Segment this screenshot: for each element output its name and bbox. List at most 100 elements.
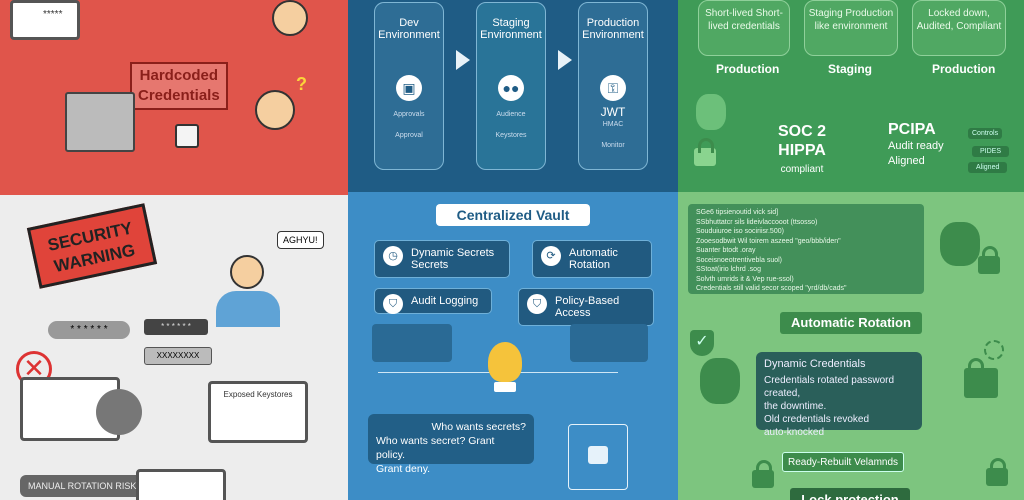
paw-icon (96, 389, 142, 435)
password-field: * * * * * * (48, 321, 130, 339)
rotation-panel: SGe6 tipsienoutid vick sid] SSbhuttatcr … (678, 192, 1024, 500)
card-line: the downtime. (764, 401, 827, 412)
refresh-icon: ⟳ (541, 246, 561, 266)
env-item: JWT (600, 105, 626, 119)
soc-hipaa-badge: SOC 2 HIPPA compliant (770, 122, 834, 179)
soc-text: SOC 2 (777, 123, 826, 140)
lock-icon (964, 358, 998, 398)
feature-automatic-rotation: ⟳ Automatic Rotation (532, 240, 652, 278)
env-item: HMAC (602, 121, 624, 128)
log-snippet (372, 324, 452, 362)
redacted-box: XXXXXXXX (144, 347, 212, 365)
arrow-right-icon (456, 50, 470, 70)
log-line: SStoat(irio lchrd .sog (696, 266, 761, 273)
database-icon (700, 358, 740, 404)
env-item: Approval (395, 132, 423, 139)
pci-text: PCIPA (888, 121, 936, 138)
lightbulb-base (494, 382, 516, 392)
ready-label: Ready-Rebuilt Velamnds (782, 452, 904, 472)
feature-label: Automatic Rotation (569, 247, 618, 271)
card-line: auto-knocked (764, 427, 825, 438)
shield-icon: ⛉ (383, 294, 403, 314)
lock-icon (986, 458, 1008, 486)
log-line: Suanter btodt .oray (696, 247, 756, 254)
aligned-text: Aligned (888, 155, 925, 167)
policy-line: Who wants secret? Grant policy. (376, 435, 495, 461)
compliant-text: compliant (780, 164, 824, 175)
log-line: Zooesodbwit Wil toirem aszeed "geo/bbb/i… (696, 237, 841, 245)
lock-icon (694, 138, 716, 166)
pci-badge: PCIPA Audit ready Aligned (888, 122, 944, 169)
vault-icon (568, 424, 628, 490)
card-line: Credentials rotated password created, (764, 375, 895, 399)
team-icon: ●● (498, 75, 524, 101)
audit-ready-text: Audit ready (888, 140, 944, 152)
server-icon (65, 92, 135, 152)
env-box: Staging Production like environment (804, 0, 898, 56)
password-mask: ***** (43, 9, 63, 20)
clock-icon: ◷ (383, 246, 403, 266)
policy-line: Who wants secrets? (431, 421, 526, 433)
feature-label: Policy-Based Access (555, 295, 620, 319)
card-title: Dynamic Credentials (764, 358, 866, 370)
env-card-staging: Staging Environment ●● Audience Keystore… (476, 2, 546, 170)
lock-icon (978, 246, 1000, 274)
env-item: Monitor (601, 142, 625, 149)
env-card-dev: Dev Environment ▣ Approvals Approval (374, 2, 444, 170)
compliance-panel: Short-lived Short-lived credentials Stag… (678, 0, 1024, 192)
env-title: Staging Environment (480, 17, 542, 41)
log-line: SGe6 tipsienoutid vick sid] (696, 209, 779, 216)
policy-line: Grant deny. (376, 463, 431, 475)
monitor-icon: ***** (10, 0, 80, 40)
hardcoded-text: Hardcoded (139, 67, 219, 84)
lock-protection-label: Lock protection (790, 488, 910, 500)
hardcoded-label: Hardcoded Credentials (130, 62, 228, 110)
centralized-vault-panel: Centralized Vault ◷Dynamic Secrets Secre… (348, 192, 678, 500)
log-line: Credentials still valid secor scoped "yr… (696, 285, 847, 292)
monitor-icon: Exposed Keystores (208, 381, 308, 443)
env-label: Staging (828, 62, 872, 76)
security-warning-panel: SECURITY WARNING AGHYU! * * * * * * * * … (0, 192, 348, 500)
stressed-person-icon (255, 90, 295, 130)
env-box: Short-lived Short-lived credentials (698, 0, 790, 56)
database-icon (940, 222, 980, 266)
tag: Aligned (968, 162, 1008, 173)
feature-audit-logging: ⛉ Audit Logging (374, 288, 492, 314)
env-box: Locked down, Audited, Compliant (912, 0, 1006, 56)
feature-label: Audit Logging (411, 295, 479, 307)
monitor-title: Exposed Keystores (223, 390, 293, 399)
tag: Controls (968, 128, 1003, 139)
log-snippet (570, 324, 648, 362)
key-icon: ⚿ (600, 75, 626, 101)
monitor-icon (136, 469, 226, 500)
env-label: Production (716, 62, 780, 76)
log-panel: SGe6 tipsienoutid vick sid] SSbhuttatcr … (688, 204, 924, 294)
person-icon (272, 0, 308, 36)
feature-label: Dynamic Secrets Secrets (411, 247, 495, 271)
env-title: Production Environment (582, 17, 644, 41)
card-line: Old credentials revoked (764, 414, 870, 425)
dynamic-credentials-card: Dynamic Credentials Credentials rotated … (756, 352, 922, 438)
risk-label: MANUAL ROTATION RISK (20, 475, 145, 497)
shield-check-icon: ✓ (690, 330, 714, 356)
env-item: Keystores (495, 132, 527, 139)
lock-icon (175, 124, 199, 148)
hardcoded-credentials-panel: ***** Hardcoded Credentials ? (0, 0, 348, 192)
credentials-text: Credentials (138, 87, 220, 104)
arrow-right-icon (558, 50, 572, 70)
question-mark: ? (296, 74, 307, 94)
database-icon (696, 94, 726, 130)
policy-bubble: Who wants secrets? Who wants secret? Gra… (368, 414, 534, 475)
hipaa-text: HIPPA (778, 142, 826, 159)
robot-icon: ▣ (396, 75, 422, 101)
security-warning-burst: SECURITY WARNING (26, 203, 158, 289)
feature-dynamic-secrets: ◷ Dynamic Secrets Secrets (374, 240, 510, 278)
lightbulb-icon (488, 342, 522, 382)
masked-token: * * * * * * (144, 319, 208, 335)
tag: PIDES (972, 146, 1010, 157)
speech-bubble: AGHYU! (277, 231, 324, 249)
env-label: Production (932, 62, 996, 76)
person-body (216, 291, 280, 327)
feature-policy-access: ⛉Policy-Based Access (518, 288, 654, 326)
log-line: Soceisnoeotrentivebla suol) (696, 256, 782, 264)
